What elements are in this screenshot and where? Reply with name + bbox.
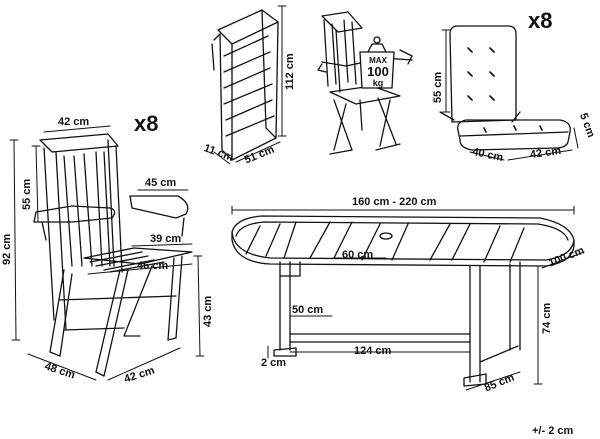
chair-total-height-label: 92 cm: [1, 233, 13, 265]
foot-size-label: 2 cm: [261, 357, 287, 369]
chair-drawing: [33, 133, 193, 377]
load-max-label: MAX: [369, 56, 387, 65]
stretcher-length-label: 124 cm: [354, 345, 392, 357]
cushion-height-label: 55 cm: [432, 71, 444, 103]
seat-depth-label: 39 cm: [150, 233, 182, 245]
chair-back-height-label: 55 cm: [21, 178, 33, 210]
armrest-length-label: 45 cm: [145, 177, 177, 189]
table-leaf-label: 60 cm: [342, 249, 374, 261]
cushion-drawing: [439, 25, 571, 151]
load-unit: kg: [372, 78, 384, 88]
leg-spacing-label: 50 cm: [292, 304, 324, 316]
cushion-quantity-label: x8: [528, 8, 553, 33]
folded-chair-height-label: 112 cm: [284, 53, 296, 90]
seat-width-label: 46 cm: [137, 260, 169, 272]
load-value: 100: [367, 64, 389, 79]
chair-quantity-label: x8: [134, 111, 159, 136]
tolerance-note: +/- 2 cm: [532, 425, 574, 437]
table-drawing: [231, 215, 575, 387]
chair-top-width-label: 42 cm: [58, 116, 90, 128]
folded-chair-drawing: [211, 9, 279, 161]
table-height-label: 74 cm: [541, 302, 553, 334]
load-chair-drawing: [317, 11, 413, 155]
seat-height-label: 43 cm: [202, 295, 214, 327]
table-length-label: 160 cm - 220 cm: [352, 196, 437, 208]
